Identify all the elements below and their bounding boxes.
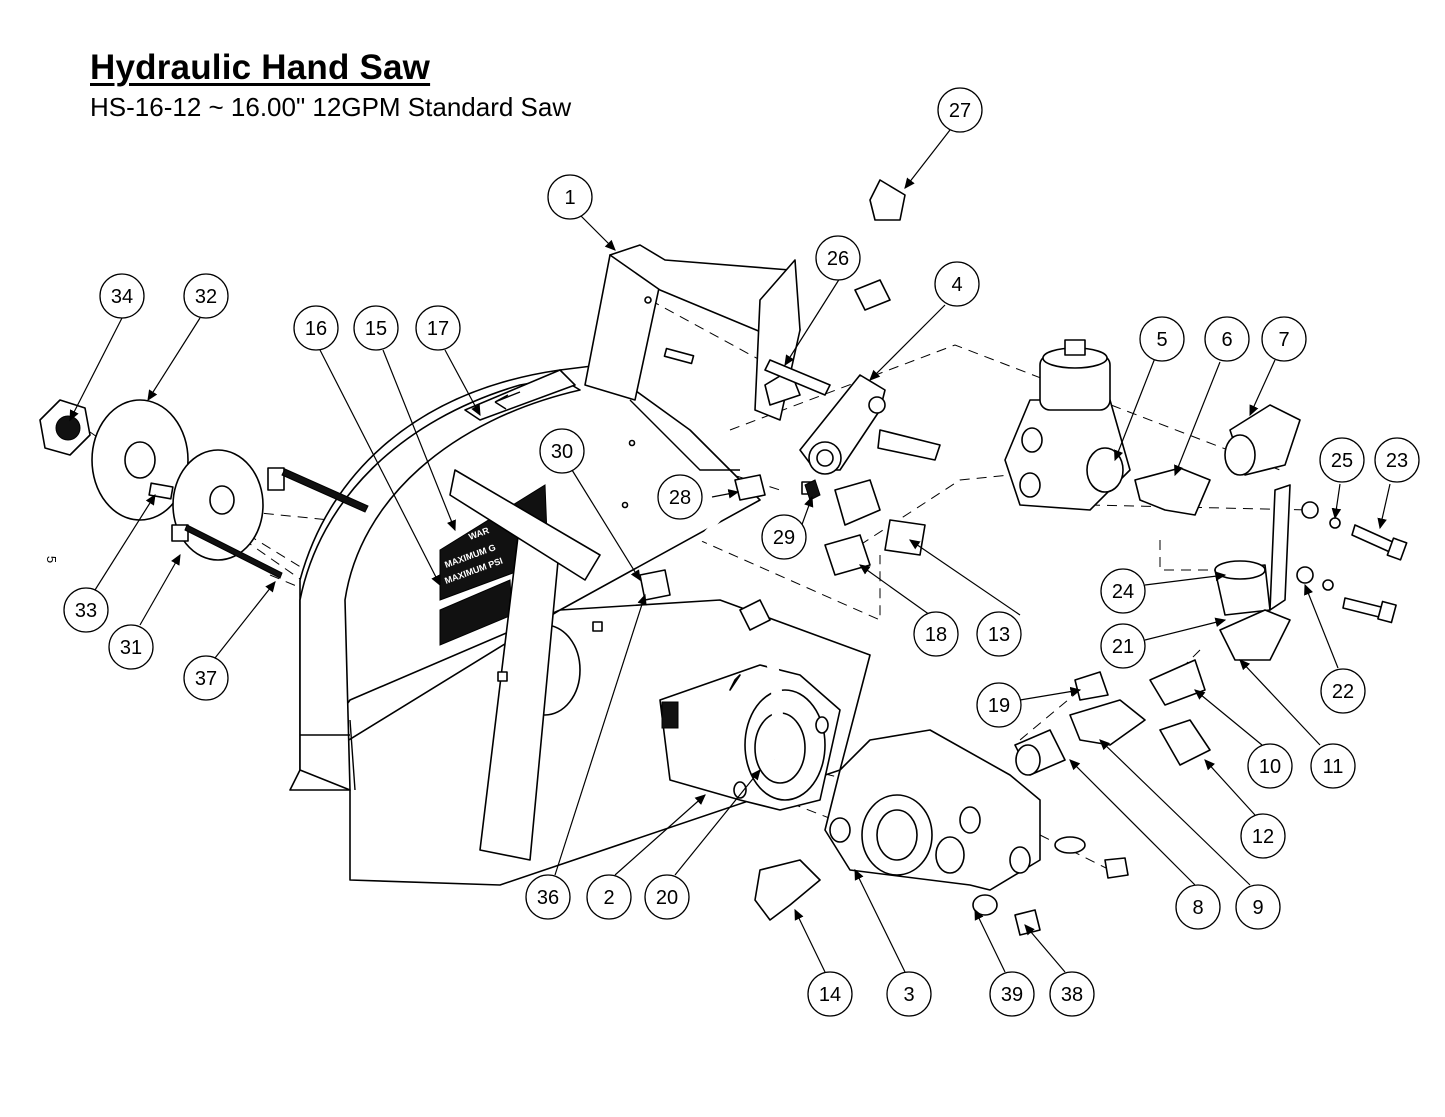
callout-15: 15 [353, 305, 399, 351]
callout-23: 23 [1374, 437, 1420, 483]
callout-3: 3 [886, 971, 932, 1017]
callout-30: 30 [539, 428, 585, 474]
svg-text:29: 29 [773, 527, 795, 549]
svg-text:14: 14 [819, 984, 841, 1006]
callout-32: 32 [183, 273, 229, 319]
mounting-bracket-part-22 [1269, 484, 1408, 624]
svg-text:31: 31 [120, 637, 142, 659]
motor-adapter-part-2 [659, 664, 841, 811]
blade-hardware [39, 399, 369, 579]
diagram-title: Hydraulic Hand Saw [90, 48, 431, 87]
callout-4: 4 [934, 261, 980, 307]
svg-text:37: 37 [195, 668, 217, 690]
callout-9: 9 [1235, 884, 1281, 930]
callout-27: 27 [937, 87, 983, 133]
svg-text:7: 7 [1278, 329, 1289, 351]
svg-text:27: 27 [949, 100, 971, 122]
valve-block-part-4 [799, 374, 941, 475]
svg-text:19: 19 [988, 695, 1010, 717]
svg-text:30: 30 [551, 441, 573, 463]
svg-text:5: 5 [1156, 329, 1167, 351]
callout-5: 5 [1139, 316, 1185, 362]
svg-text:13: 13 [988, 624, 1010, 646]
svg-text:21: 21 [1112, 636, 1134, 658]
callout-6: 6 [1204, 316, 1250, 362]
svg-text:9: 9 [1252, 897, 1263, 919]
callout-bubbles: 1 2 3 4 5 6 7 8 9 10 11 12 13 14 15 16 1… [63, 87, 1420, 1017]
diagram-subtitle: HS-16-12 ~ 16.00" 12GPM Standard Saw [90, 92, 572, 122]
svg-text:24: 24 [1112, 581, 1134, 603]
svg-text:10: 10 [1259, 756, 1281, 778]
callout-20: 20 [644, 874, 690, 920]
callout-34: 34 [99, 273, 145, 319]
callout-17: 17 [415, 305, 461, 351]
callout-8: 8 [1175, 884, 1221, 930]
callout-10: 10 [1247, 743, 1293, 789]
svg-text:34: 34 [111, 286, 133, 308]
callout-16: 16 [293, 305, 339, 351]
flow-control-valve-part-5 [1004, 339, 1131, 511]
callout-19: 19 [976, 682, 1022, 728]
callout-31: 31 [108, 624, 154, 670]
callout-29: 29 [761, 514, 807, 560]
svg-text:28: 28 [669, 487, 691, 509]
svg-text:38: 38 [1061, 984, 1083, 1006]
svg-text:16: 16 [305, 318, 327, 340]
callout-24: 24 [1100, 568, 1146, 614]
svg-text:6: 6 [1221, 329, 1232, 351]
callout-39: 39 [989, 971, 1035, 1017]
callout-18: 18 [913, 611, 959, 657]
hydraulic-motor-part-3 [824, 729, 1041, 891]
svg-text:11: 11 [1323, 756, 1344, 778]
callout-11: 11 [1310, 743, 1356, 789]
svg-text:12: 12 [1252, 826, 1274, 848]
callout-21: 21 [1100, 623, 1146, 669]
svg-text:23: 23 [1386, 450, 1408, 472]
callout-28: 28 [657, 474, 703, 520]
svg-text:36: 36 [537, 887, 559, 909]
callout-36: 36 [525, 874, 571, 920]
callout-14: 14 [807, 971, 853, 1017]
callout-2: 2 [586, 874, 632, 920]
callout-13: 13 [976, 611, 1022, 657]
callout-26: 26 [815, 235, 861, 281]
leader-lines [69, 129, 1391, 973]
callout-38: 38 [1049, 971, 1095, 1017]
svg-text:20: 20 [656, 887, 678, 909]
callout-7: 7 [1261, 316, 1307, 362]
saw-body-assembly: WAR MAXIMUM G MAXIMUM PSI [289, 244, 871, 886]
callout-1: 1 [547, 174, 593, 220]
small-fittings [639, 179, 1291, 921]
svg-text:4: 4 [951, 274, 962, 296]
svg-text:1: 1 [564, 187, 575, 209]
elbow-fitting-part-6 [1134, 467, 1211, 516]
svg-text:22: 22 [1332, 681, 1354, 703]
svg-text:33: 33 [75, 600, 97, 622]
svg-text:18: 18 [925, 624, 947, 646]
svg-text:39: 39 [1001, 984, 1023, 1006]
svg-text:2: 2 [603, 887, 614, 909]
svg-text:15: 15 [365, 318, 387, 340]
svg-text:25: 25 [1331, 450, 1353, 472]
svg-text:32: 32 [195, 286, 217, 308]
svg-text:8: 8 [1192, 897, 1203, 919]
coupler-part-7 [1224, 404, 1301, 476]
callout-12: 12 [1240, 813, 1286, 859]
svg-text:26: 26 [827, 248, 849, 270]
callout-37: 37 [183, 655, 229, 701]
callout-33: 33 [63, 587, 109, 633]
svg-text:17: 17 [427, 318, 449, 340]
callout-25: 25 [1319, 437, 1365, 483]
svg-text:3: 3 [903, 984, 914, 1006]
callout-22: 22 [1320, 668, 1366, 714]
